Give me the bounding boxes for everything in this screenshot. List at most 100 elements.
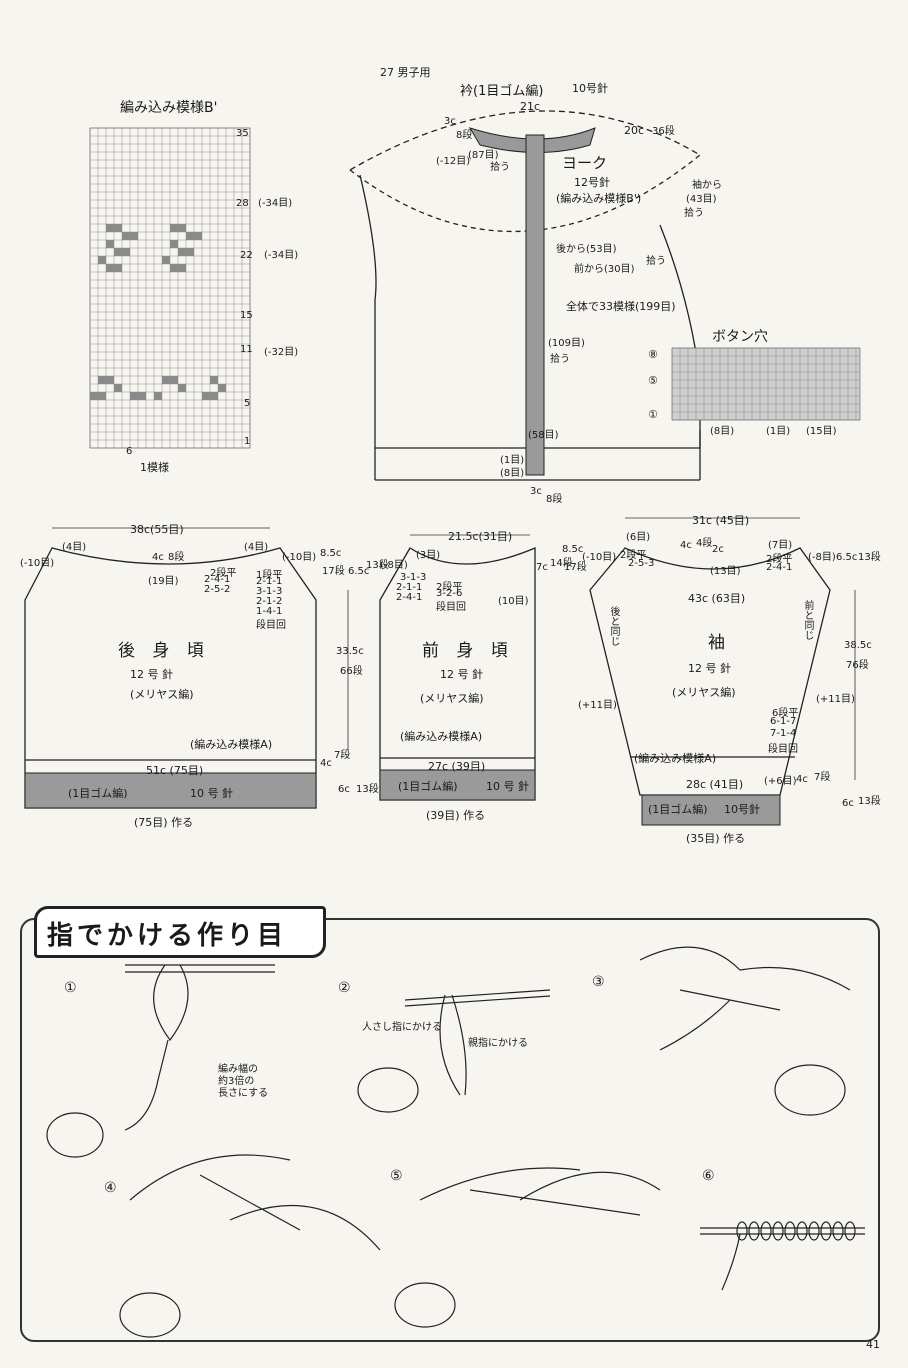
step-2: ②	[338, 980, 351, 996]
band-bottom-2: (8目)	[500, 468, 525, 479]
stitch-loop	[796, 1221, 808, 1241]
sleeve-cast-on: (35目) 作る	[686, 832, 746, 845]
front-shaping2: 3-2-6	[436, 588, 463, 599]
front-right-count: (10目)	[498, 596, 529, 607]
back-pa-rows: 7段	[334, 750, 351, 761]
sleeve-h-body-rows: 76段	[846, 660, 869, 671]
collar-width: 21c	[520, 100, 541, 113]
sleeve-top-left: (6目)	[626, 532, 651, 543]
step1-note: 編み幅の	[218, 1064, 258, 1075]
back-neck-count: (19目)	[148, 576, 179, 587]
front-pick-label: 拾う	[646, 256, 666, 267]
step-6: ⑥	[702, 1168, 715, 1184]
chart-cell	[162, 256, 170, 264]
collar-height: 3c	[444, 116, 456, 127]
step1-note: 長さにする	[218, 1088, 269, 1099]
yoke-diagram	[349, 110, 701, 481]
sleeve-h-rib-rows: 13段	[858, 796, 881, 807]
front-rib-needle: 10 号 針	[486, 780, 529, 793]
chart-cell	[186, 232, 194, 240]
chart-cell	[202, 392, 210, 400]
chart-cell	[170, 376, 178, 384]
back-rib-rows: 13段	[356, 784, 379, 795]
sleeve-title: 袖	[708, 633, 725, 653]
chart-cell	[122, 232, 130, 240]
cast-on-illustrations	[46, 946, 865, 1338]
chart-cell	[154, 392, 162, 400]
sleeve-top-right: (7目)	[768, 540, 793, 551]
yoke-needle: 12号針	[574, 176, 610, 189]
sleeve-pick-label: 拾う	[684, 208, 704, 219]
front-left-count: (-8目)	[380, 560, 408, 571]
stitch-loop	[820, 1221, 832, 1241]
chart-cell	[210, 376, 218, 384]
step-3: ③	[592, 974, 605, 990]
chart-side-note: (-34目)	[264, 250, 299, 261]
step-4: ④	[104, 1180, 117, 1196]
back-waist: 51c (75目)	[146, 764, 204, 777]
back-neck: 4c	[152, 552, 164, 563]
back-rib-h: 6c	[338, 784, 350, 795]
back-body-outline	[24, 547, 317, 809]
back-pa-h: 4c	[320, 758, 332, 769]
buttonhole-bottom: (1目)	[766, 426, 791, 437]
front-h1-rows: 14段	[550, 558, 573, 569]
chart-side-note: (-34目)	[258, 198, 293, 209]
sleeve-inc-right: (+11目)	[816, 694, 855, 705]
yoke-total: 全体で33模様(199目)	[566, 300, 676, 313]
front-stitch: (メリヤス編)	[420, 692, 484, 705]
sleeve-inc-table: 6-1-7	[770, 716, 797, 727]
chart-cell	[138, 392, 146, 400]
back-shaping2: 3-1-3	[256, 586, 283, 597]
front-shaping2: 2段平	[436, 582, 463, 593]
back-width: 38c(55目)	[130, 523, 184, 536]
chart-cell	[178, 264, 186, 272]
band-height-rows: 8段	[546, 494, 563, 505]
chart-cell	[178, 248, 186, 256]
chart-side-note: (-32目)	[264, 347, 299, 358]
back-h3: 33.5c	[336, 646, 364, 657]
chart-cell	[170, 240, 178, 248]
back-shaping2: 段目回	[256, 620, 286, 631]
sleeve-pattern-a: (編み込み模様A)	[634, 752, 717, 765]
back-rib: (1目ゴム編)	[68, 787, 128, 800]
step2-note-thumb: 親指にかける	[468, 1038, 528, 1049]
chart-cell	[210, 392, 218, 400]
sleeve-cap: 4c	[680, 540, 692, 551]
chart-row-number: 15	[240, 310, 253, 321]
step-1: ①	[64, 980, 77, 996]
buttonhole-grid	[671, 347, 861, 421]
chart-cell	[106, 240, 114, 248]
front-rib: (1目ゴム編)	[398, 780, 458, 793]
back-h2: 6.5c	[348, 566, 370, 577]
sleeve-inc-table: 段目回	[768, 744, 798, 755]
chart-cell	[170, 224, 178, 232]
front-h2-rows: 17段	[564, 562, 587, 573]
cast-on-title-box: 指でかける作り目	[34, 906, 326, 958]
front-width: 21.5c(31目)	[448, 530, 513, 543]
sleeve-pick-count: (43目)	[686, 194, 717, 205]
back-shaping2: 1段平	[256, 570, 283, 581]
chart-row-number: 11	[240, 344, 253, 355]
chart-cell	[162, 376, 170, 384]
back-shaping2: 2-1-1	[256, 576, 283, 587]
back-shaping: 2-4-1	[204, 574, 231, 585]
sleeve-shape-right: 2段平	[766, 554, 793, 565]
sleeve-needle: 12 号 針	[688, 662, 731, 675]
front-top-count: (3目)	[416, 550, 441, 561]
sleeve-cuff-inc: (+6目)	[764, 776, 797, 787]
band-rows: (58目)	[528, 430, 559, 441]
front-band	[525, 134, 545, 476]
band-pick-label: 拾う	[550, 354, 570, 365]
chart-row-number: 1	[244, 436, 251, 447]
front-needle: 12 号 針	[440, 668, 483, 681]
yoke-label: ヨーク	[562, 154, 608, 172]
step-5: ⑤	[390, 1168, 403, 1184]
chart-row-number: 22	[240, 250, 253, 261]
back-pattern-a: (編み込み模様A)	[190, 738, 273, 751]
chart-cell	[106, 264, 114, 272]
page-number: 41	[866, 1338, 880, 1351]
sleeve-mid: 43c (63目)	[688, 592, 746, 605]
front-rib	[379, 769, 536, 801]
